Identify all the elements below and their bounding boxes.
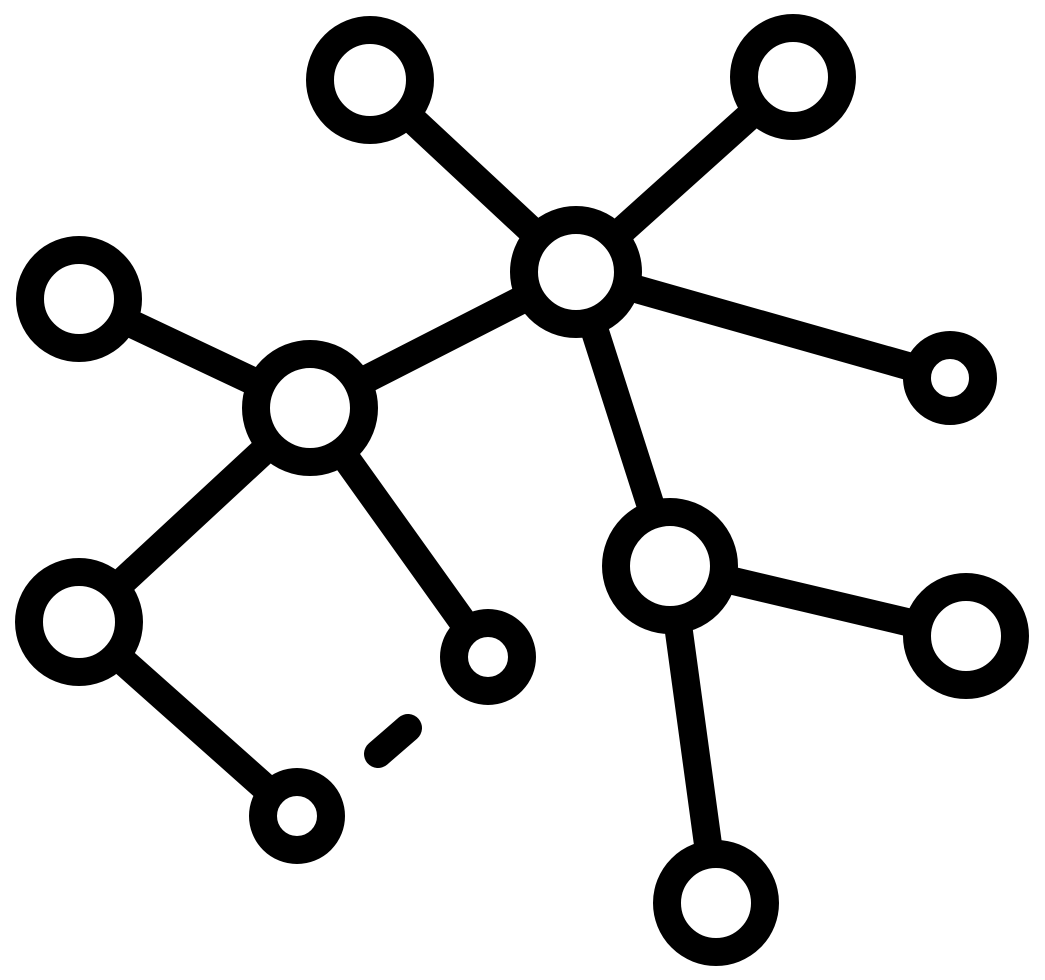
node-leaf-bottom-small [249, 768, 345, 864]
node-leaf-bottom-left [15, 558, 143, 686]
node-hub-right [602, 498, 738, 634]
node-hub-left [242, 340, 378, 476]
nodes-layer [15, 14, 1029, 966]
node-leaf-top-left [306, 16, 434, 144]
node-leaf-center-small [440, 609, 536, 705]
node-leaf-far-right [903, 331, 997, 425]
edges-layer [65, 63, 980, 917]
node-leaf-bottom [653, 840, 779, 966]
node-leaf-right-lower [903, 573, 1029, 699]
node-leaf-left [16, 236, 142, 362]
node-hub-top [510, 206, 642, 338]
dangling-edge-stub [364, 714, 422, 768]
node-leaf-top-right [730, 14, 856, 140]
